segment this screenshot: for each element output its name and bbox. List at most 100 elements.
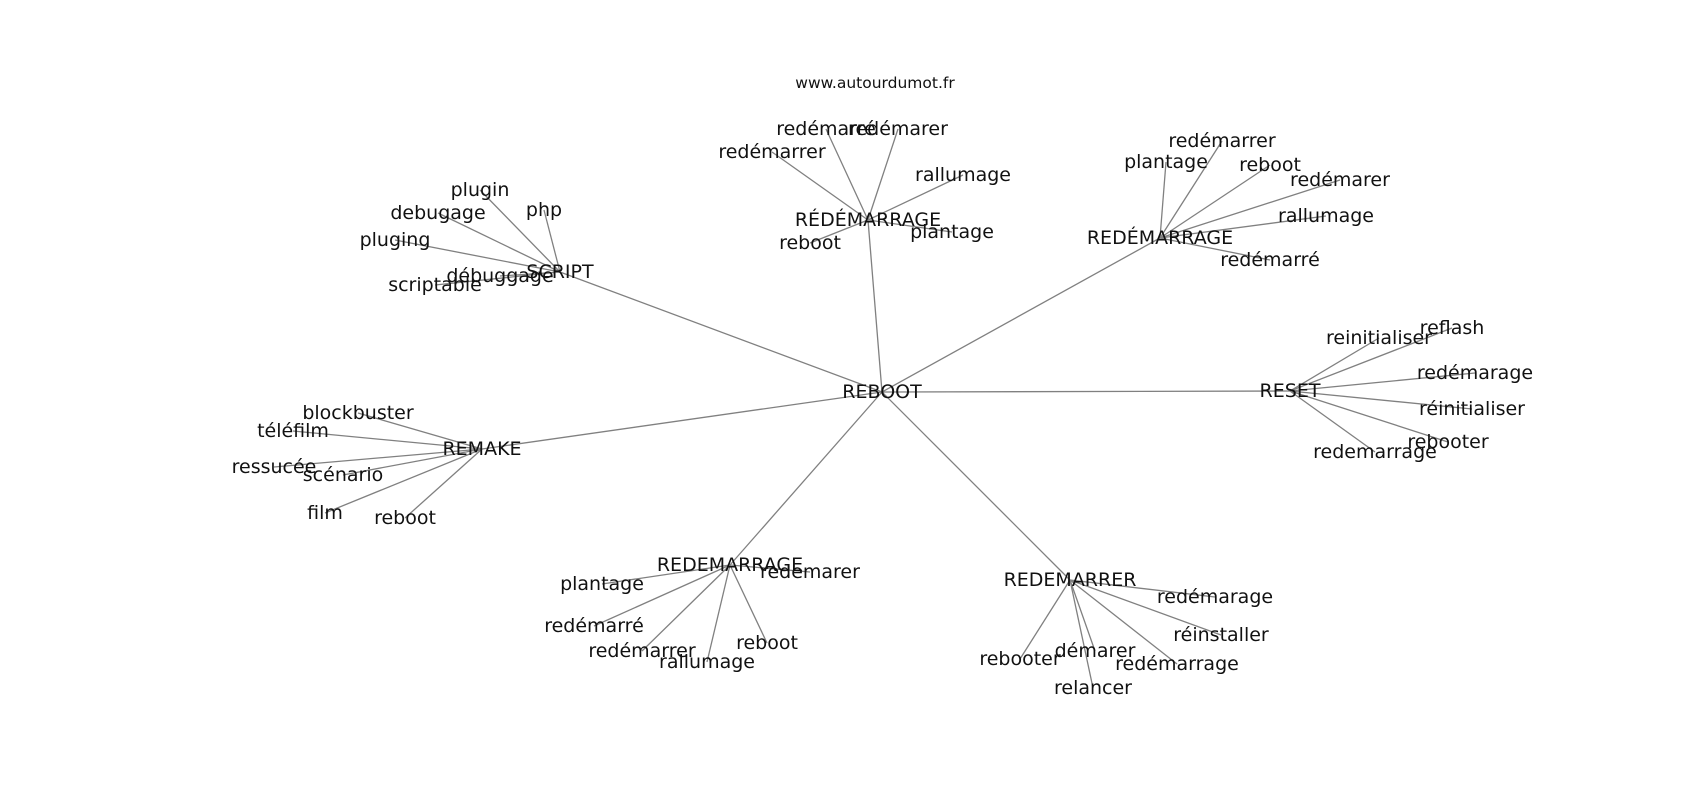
root-hub-edge (481, 391, 883, 450)
leaf-node-label: redemarer (760, 561, 860, 583)
hub-leaf-edge (342, 448, 483, 476)
hub-node-label: RÉDÉMARRAGE (795, 208, 941, 231)
hub-leaf-edge (601, 564, 731, 585)
hub-leaf-edge (1289, 390, 1473, 410)
leaf-node-label: pluging (360, 229, 431, 251)
hub-leaf-edge (1289, 327, 1453, 392)
hub-leaf-edge (1159, 179, 1341, 239)
leaf-node-label: plantage (1124, 151, 1208, 173)
leaf-node-label: plantage (910, 221, 994, 243)
hub-node-label: REMAKE (442, 438, 521, 460)
root-hub-edge (559, 271, 883, 393)
leaf-node-label: redemarrage (1313, 441, 1437, 463)
hub-node-label: REDEMARRER (1004, 569, 1137, 591)
leaf-node-label: reflash (1420, 317, 1485, 339)
root-hub-edge (867, 219, 883, 393)
root-hub-edge (881, 237, 1161, 393)
hub-leaf-edge (1069, 579, 1096, 652)
hub-leaf-edge (1159, 164, 1271, 239)
hub-node-label: REDEMARRAGE (657, 554, 803, 576)
root-hub-edge (881, 390, 1291, 393)
hub-leaf-edge (593, 564, 731, 627)
hub-leaf-edge (394, 239, 561, 273)
hub-leaf-edge (867, 219, 953, 233)
leaf-node-label: plantage (560, 573, 644, 595)
leaf-node-label: blockbuster (302, 402, 414, 424)
leaf-node-label: redémarage (1417, 362, 1533, 384)
hub-leaf-edge (867, 128, 899, 221)
leaf-node-label: redémarré (776, 118, 876, 140)
leaf-node-label: redémarrer (1168, 130, 1276, 152)
root-node-label: REBOOT (842, 381, 922, 403)
leaf-node-label: film (307, 502, 343, 524)
leaf-node-label: ressucée (232, 456, 317, 478)
hub-leaf-edge (1069, 579, 1222, 636)
leaf-node-label: reboot (736, 632, 798, 654)
leaf-node-label: reboot (374, 507, 436, 529)
hub-leaf-edge (434, 271, 561, 286)
leaf-node-label: téléfilm (257, 420, 329, 442)
leaf-node-label: rallumage (915, 164, 1011, 186)
hub-leaf-edge (641, 564, 731, 652)
leaf-node-label: redémarrage (1115, 653, 1239, 675)
leaf-node-label: démarer (1055, 640, 1136, 662)
leaf-node-label: rallumage (1278, 205, 1374, 227)
hub-leaf-edge (404, 448, 483, 519)
hub-leaf-edge (729, 564, 768, 644)
leaf-node-label: réinstaller (1173, 624, 1269, 646)
hub-node-label: SCRIPT (526, 261, 594, 283)
hub-leaf-edge (825, 128, 869, 221)
leaf-node-label: debugage (390, 202, 485, 224)
hub-leaf-edge (1289, 390, 1376, 453)
leaf-node-label: scénario (303, 464, 383, 486)
leaf-node-label: redémarré (544, 615, 644, 637)
leaf-node-label: reboot (1239, 154, 1301, 176)
hub-leaf-edge (1159, 237, 1271, 261)
hub-leaf-edge (1289, 390, 1449, 443)
hub-node-label: REDÉMARRAGE (1087, 226, 1233, 249)
leaf-node-label: rallumage (659, 651, 755, 673)
hub-leaf-edge (292, 430, 483, 450)
leaf-node-label: php (526, 199, 562, 221)
leaf-node-label: réinitialiser (1419, 398, 1525, 420)
hub-leaf-edge (479, 189, 561, 273)
hub-leaf-edge (771, 151, 869, 221)
hub-leaf-edge (1069, 579, 1216, 598)
hub-leaf-edge (437, 212, 561, 273)
leaf-node-label: redémarer (848, 118, 948, 140)
leaf-node-label: débuggage (446, 265, 553, 287)
hub-leaf-edge (543, 209, 561, 273)
leaf-node-label: redémarré (1220, 249, 1320, 271)
hub-leaf-edge (729, 564, 811, 573)
hub-leaf-edge (1159, 215, 1327, 239)
hub-leaf-edge (1289, 337, 1380, 392)
leaf-node-label: redémarrer (588, 640, 696, 662)
leaf-node-label: reinitialiser (1326, 327, 1432, 349)
hub-leaf-edge (1159, 161, 1167, 239)
root-hub-edge (881, 391, 1071, 581)
leaf-node-label: rebooter (979, 648, 1061, 670)
leaf-node-label: redémarrer (718, 141, 826, 163)
hub-leaf-edge (357, 412, 483, 450)
hub-leaf-edge (1289, 372, 1476, 392)
leaf-node-label: scriptable (388, 274, 482, 296)
hub-leaf-edge (1069, 579, 1094, 689)
leaf-node-label: rebooter (1407, 431, 1489, 453)
graph-labels: www.autourdumot.fr REBOOT SCRIPTpluginde… (232, 74, 1533, 699)
hub-leaf-edge (706, 564, 731, 663)
hub-node-label: RESET (1260, 380, 1321, 402)
source-url: www.autourdumot.fr (795, 74, 955, 92)
leaf-node-label: redémarage (1157, 586, 1273, 608)
hub-leaf-edge (324, 448, 483, 514)
leaf-node-label: redémarer (1290, 169, 1390, 191)
hub-leaf-edge (1159, 140, 1223, 239)
hub-leaf-edge (1069, 579, 1178, 665)
graph-edges (273, 128, 1476, 689)
hub-leaf-edge (809, 219, 869, 244)
hub-leaf-edge (273, 448, 483, 468)
hub-leaf-edge (867, 174, 964, 221)
leaf-node-label: reboot (779, 232, 841, 254)
hub-leaf-edge (1019, 579, 1071, 660)
leaf-node-label: relancer (1054, 677, 1132, 699)
